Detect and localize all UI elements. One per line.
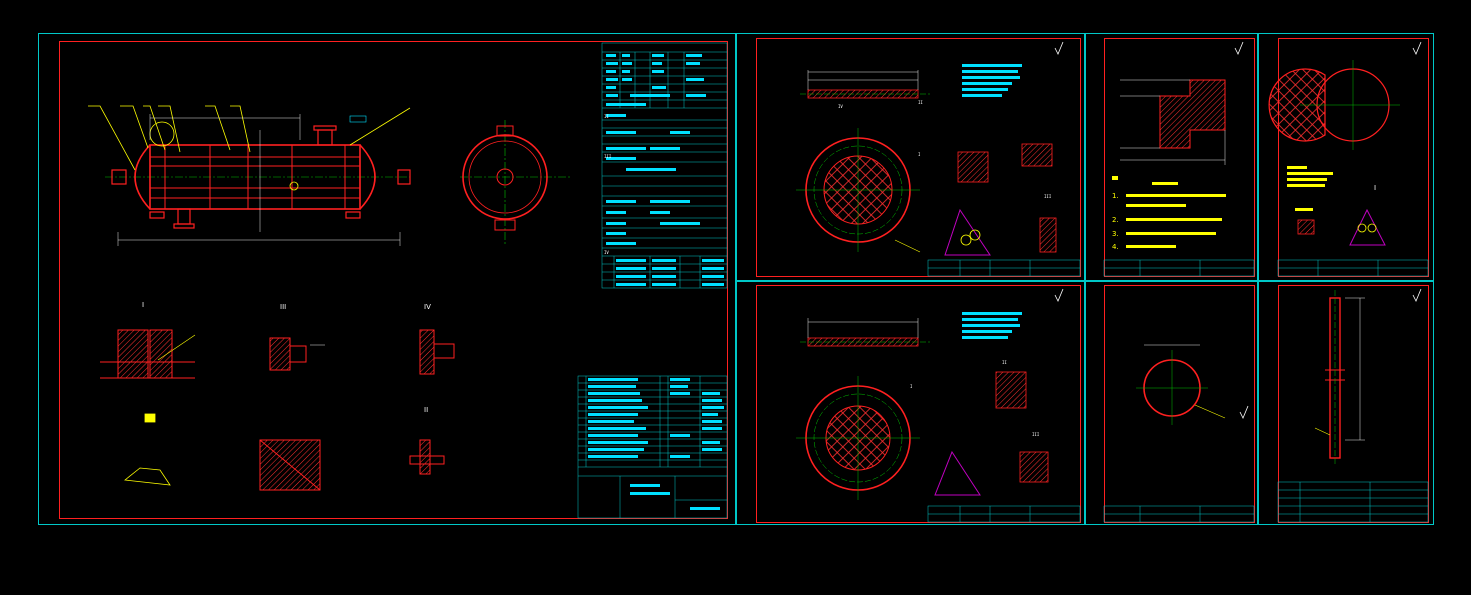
svg-text:3.: 3. — [1112, 230, 1119, 238]
frame-5 — [1104, 285, 1255, 523]
title-strip-4 — [1103, 259, 1255, 277]
svg-text:2.: 2. — [1112, 216, 1119, 224]
section-label-IV: IV — [424, 303, 431, 311]
sheet-border-main — [38, 33, 736, 525]
frame-main — [59, 41, 728, 519]
svg-text:III: III — [604, 154, 612, 159]
svg-text:IV: IV — [838, 104, 843, 109]
section-label-III: III — [280, 303, 286, 311]
exchanger-end-view[interactable] — [460, 120, 570, 245]
title-strip-5 — [1103, 505, 1255, 523]
svg-text:IV: IV — [604, 250, 609, 255]
tube-sheet-upper[interactable] — [796, 64, 1057, 256]
flange-notes: 1. 2. 3. 4. — [1112, 192, 1119, 251]
parts-list-text — [588, 378, 724, 510]
tube-sheet-lower[interactable] — [796, 312, 1049, 500]
main-sheet-details[interactable]: I III IV II — [100, 301, 455, 491]
svg-text:1.: 1. — [1112, 192, 1119, 200]
tube-sheet-upper-labels: IV II I III — [838, 100, 1052, 199]
sheet-borders — [38, 33, 1434, 525]
svg-text:I: I — [910, 384, 913, 389]
section-label-I: I — [142, 301, 144, 309]
inner-frames — [59, 38, 1429, 523]
tie-rod[interactable] — [1314, 290, 1365, 465]
technical-data-table[interactable] — [601, 42, 728, 289]
svg-text:4.: 4. — [1112, 243, 1119, 251]
title-strip-6 — [1277, 259, 1429, 277]
frame-7 — [1278, 285, 1429, 523]
title-block-7 — [1277, 481, 1429, 523]
flange-detail[interactable] — [1112, 79, 1226, 248]
svg-text:II: II — [604, 114, 609, 119]
title-strip-2 — [927, 259, 1081, 277]
svg-text:II: II — [1002, 360, 1007, 365]
sheet-border-4 — [1085, 33, 1258, 281]
section-label-II: II — [424, 406, 428, 414]
sheet-border-7 — [1258, 281, 1434, 525]
frame-4 — [1104, 38, 1255, 277]
roughness-symbol-icon — [1054, 41, 1422, 419]
ring-part[interactable] — [1136, 344, 1226, 425]
svg-text:II: II — [918, 100, 923, 105]
sheet-border-5 — [1085, 281, 1258, 525]
frame-6 — [1278, 38, 1429, 277]
svg-text:III: III — [1032, 432, 1040, 437]
frame-2 — [756, 38, 1081, 277]
sheet-border-2 — [736, 33, 1085, 281]
title-strip-3 — [927, 505, 1081, 523]
parts-list-table[interactable] — [577, 375, 728, 519]
technical-data-table-headers: II III IV — [604, 114, 612, 255]
sheet-border-6 — [1258, 33, 1434, 281]
svg-text:III: III — [1044, 194, 1052, 199]
sheet-border-3 — [736, 281, 1085, 525]
baffle-plate[interactable] — [1268, 60, 1400, 246]
technical-data-table-text — [606, 54, 724, 286]
svg-text:I: I — [918, 152, 921, 157]
baffle-detail-label: I — [1374, 184, 1376, 192]
frame-3 — [756, 285, 1081, 523]
tube-sheet-lower-labels: II I III — [910, 360, 1040, 437]
exchanger-elevation[interactable] — [88, 105, 411, 246]
